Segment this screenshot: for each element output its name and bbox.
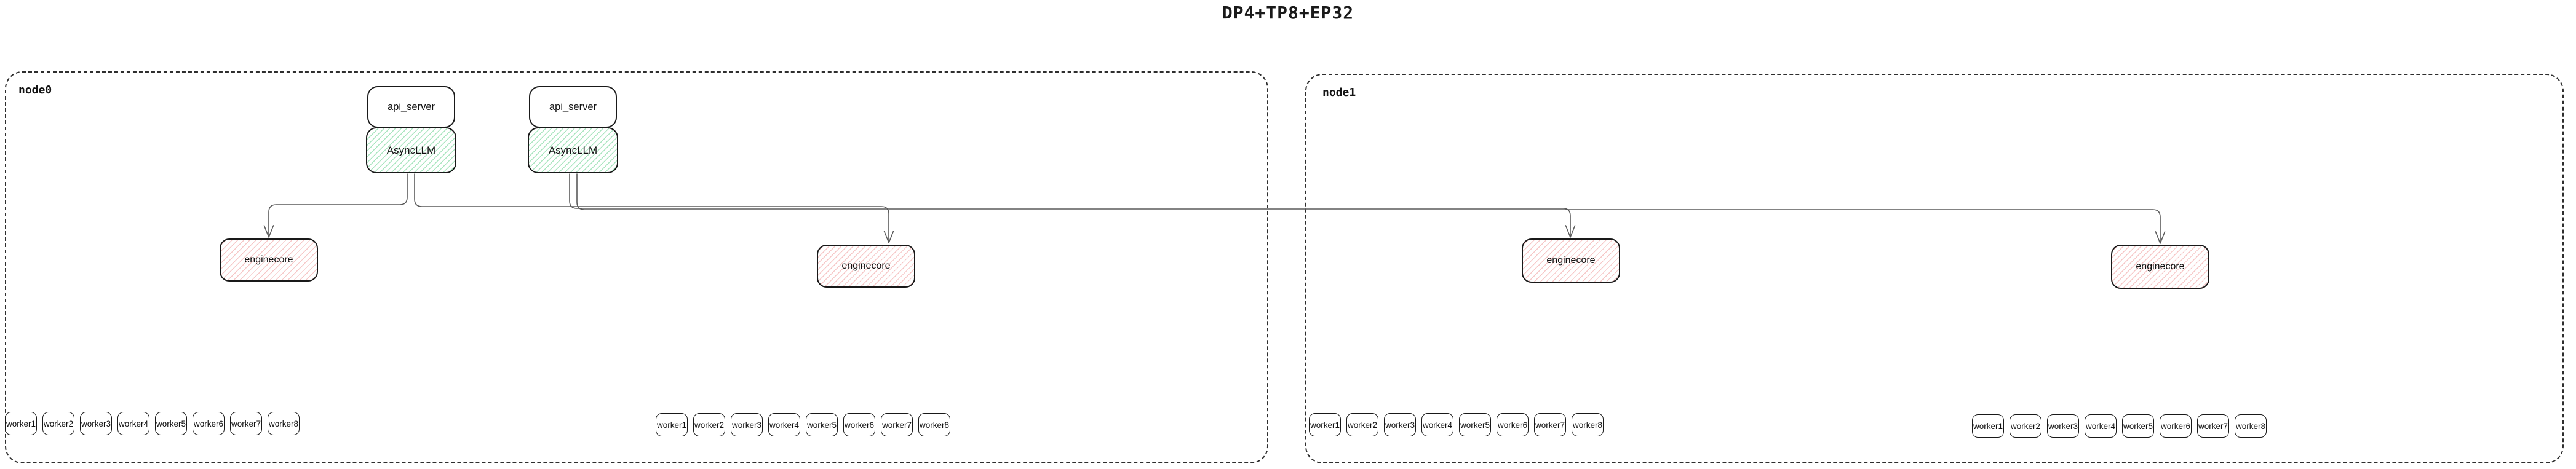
worker-box: worker2 — [42, 412, 74, 435]
worker-label: worker2 — [2010, 421, 2040, 431]
worker-label: worker5 — [1460, 420, 1490, 430]
worker-label: worker5 — [156, 419, 186, 428]
worker-label: worker3 — [2048, 421, 2078, 431]
enginecore-box-node0-2: enginecore — [817, 245, 915, 288]
worker-label: worker8 — [268, 419, 298, 428]
enginecore-label-node1-1: enginecore — [1546, 255, 1596, 266]
worker-box: worker1 — [1972, 414, 2004, 438]
worker-label: worker4 — [118, 419, 148, 428]
worker-label: worker6 — [844, 420, 874, 430]
worker-label: worker1 — [656, 420, 686, 430]
worker-box: worker8 — [918, 413, 950, 436]
node1-label: node1 — [1322, 86, 1356, 99]
worker-box: worker1 — [656, 413, 688, 436]
enginecore-box-node0-1: enginecore — [220, 238, 318, 282]
worker-label: worker3 — [731, 420, 761, 430]
api-server-box-2: api_server — [529, 86, 617, 128]
node1-worker-group-2: worker1 worker2 worker3 worker4 worker5 … — [1972, 414, 2267, 438]
worker-box: worker3 — [731, 413, 763, 436]
worker-label: worker8 — [1572, 420, 1602, 430]
enginecore-label-node0-2: enginecore — [841, 261, 891, 271]
node0-worker-group-2: worker1 worker2 worker3 worker4 worker5 … — [656, 413, 950, 436]
worker-label: worker1 — [1310, 420, 1340, 430]
worker-box: worker6 — [1497, 413, 1529, 436]
worker-label: worker1 — [6, 419, 36, 428]
worker-label: worker5 — [806, 420, 837, 430]
worker-box: worker4 — [117, 412, 149, 435]
enginecore-box-node1-1: enginecore — [1522, 238, 1620, 283]
worker-box: worker1 — [1309, 413, 1341, 436]
worker-box: worker4 — [2085, 414, 2117, 438]
node0-container — [5, 71, 1268, 463]
node1-worker-group-1: worker1 worker2 worker3 worker4 worker5 … — [1309, 413, 1604, 436]
worker-box: worker8 — [1572, 413, 1604, 436]
asyncllm-label-2: AsyncLLM — [548, 144, 598, 156]
asyncllm-box-2: AsyncLLM — [528, 127, 618, 173]
worker-box: worker7 — [230, 412, 262, 435]
worker-box: worker5 — [2122, 414, 2154, 438]
worker-label: worker4 — [2085, 421, 2115, 431]
node0-label: node0 — [18, 84, 52, 97]
asyncllm-box-1: AsyncLLM — [366, 127, 456, 173]
worker-label: worker2 — [43, 419, 73, 428]
worker-box: worker3 — [1384, 413, 1416, 436]
diagram-title: DP4+TP8+EP32 — [1222, 2, 1354, 23]
worker-label: worker3 — [81, 419, 111, 428]
worker-box: worker3 — [80, 412, 112, 435]
worker-box: worker4 — [768, 413, 800, 436]
worker-label: worker6 — [193, 419, 223, 428]
api-server-label-1: api_server — [387, 101, 435, 112]
worker-label: worker3 — [1385, 420, 1415, 430]
worker-label: worker6 — [1497, 420, 1527, 430]
worker-label: worker1 — [1973, 421, 2003, 431]
worker-label: worker4 — [1422, 420, 1452, 430]
node0-worker-group-1: worker1 worker2 worker3 worker4 worker5 … — [5, 412, 300, 435]
worker-box: worker8 — [2235, 414, 2267, 438]
worker-box: worker6 — [193, 412, 225, 435]
worker-label: worker8 — [2235, 421, 2265, 431]
worker-box: worker5 — [155, 412, 187, 435]
asyncllm-label-1: AsyncLLM — [386, 144, 436, 156]
worker-box: worker2 — [693, 413, 725, 436]
worker-box: worker7 — [881, 413, 913, 436]
enginecore-box-node1-2: enginecore — [2111, 245, 2209, 289]
worker-label: worker7 — [1535, 420, 1565, 430]
api-server-box-1: api_server — [367, 86, 455, 128]
worker-label: worker8 — [919, 420, 949, 430]
worker-box: worker1 — [5, 412, 37, 435]
worker-label: worker7 — [231, 419, 261, 428]
worker-box: worker3 — [2047, 414, 2079, 438]
worker-label: worker7 — [881, 420, 912, 430]
worker-label: worker7 — [2198, 421, 2228, 431]
worker-box: worker2 — [2010, 414, 2041, 438]
worker-label: worker5 — [2123, 421, 2153, 431]
worker-box: worker7 — [2197, 414, 2229, 438]
node1-container — [1305, 74, 2564, 463]
worker-label: worker6 — [2160, 421, 2190, 431]
worker-box: worker5 — [1459, 413, 1491, 436]
worker-box: worker7 — [1534, 413, 1566, 436]
worker-box: worker5 — [806, 413, 838, 436]
worker-box: worker4 — [1421, 413, 1453, 436]
api-server-label-2: api_server — [549, 101, 597, 112]
enginecore-label-node0-1: enginecore — [244, 254, 293, 265]
worker-box: worker6 — [2160, 414, 2192, 438]
enginecore-label-node1-2: enginecore — [2136, 261, 2185, 272]
worker-label: worker2 — [694, 420, 724, 430]
worker-label: worker2 — [1347, 420, 1377, 430]
worker-box: worker8 — [268, 412, 300, 435]
worker-box: worker2 — [1346, 413, 1378, 436]
worker-box: worker6 — [843, 413, 875, 436]
worker-label: worker4 — [769, 420, 799, 430]
